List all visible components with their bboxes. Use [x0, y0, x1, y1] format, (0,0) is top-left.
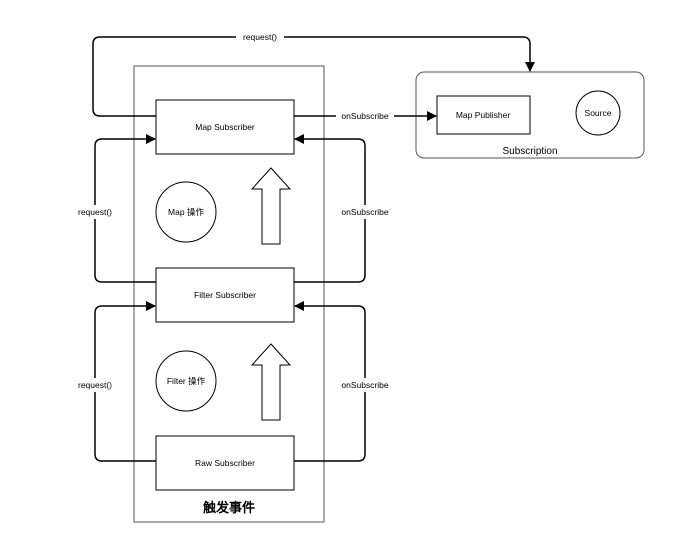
edge-left-request-lower-label: request(): [78, 380, 112, 390]
map-subscriber-label: Map Subscriber: [195, 122, 255, 132]
filter-op-node: [155, 350, 217, 412]
source-label: Source: [585, 108, 612, 118]
map-subscriber-node: [155, 99, 295, 155]
subscription-group: [415, 71, 645, 159]
raw-subscriber-label: Raw Subscriber: [195, 458, 255, 468]
edge-left-request-upper-label: request(): [78, 207, 112, 217]
map-publisher-node: [436, 95, 531, 135]
raw-subscriber-node: [155, 435, 295, 491]
up-arrow-lower-icon: [250, 343, 292, 421]
edge-top-request: [92, 36, 535, 117]
up-arrow-upper-icon: [250, 167, 292, 245]
subscription-label: Subscription: [502, 146, 557, 157]
source-node: [575, 90, 621, 136]
edge-right-onsubscribe-upper-label: onSubscribe: [341, 207, 389, 217]
map-op-label: Map 操作: [168, 207, 204, 217]
edge-right-onsubscribe-lower-label: onSubscribe: [341, 380, 389, 390]
edge-top-request-label: request(): [243, 32, 277, 42]
filter-subscriber-node: [155, 267, 295, 323]
filter-op-label: Filter 操作: [167, 376, 206, 386]
filter-subscriber-label: Filter Subscriber: [194, 290, 256, 300]
map-publisher-label: Map Publisher: [456, 110, 511, 120]
edge-map-to-publisher-label: onSubscribe: [341, 111, 389, 121]
trigger-container-label: 触发事件: [202, 500, 255, 515]
map-op-node: [155, 181, 217, 243]
trigger-container: [133, 65, 325, 523]
